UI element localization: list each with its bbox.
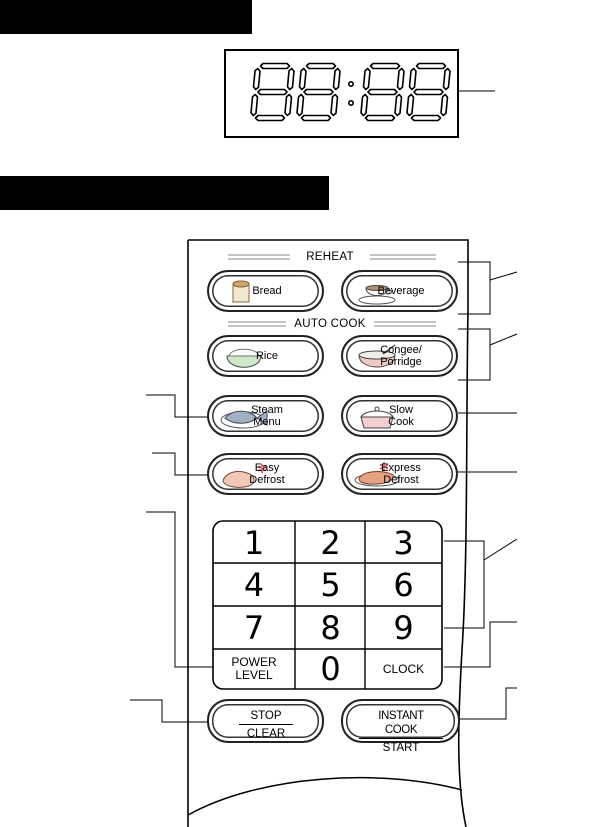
display-segment: [296, 93, 305, 117]
display-segment: [406, 93, 415, 117]
cup-icon: [358, 285, 396, 305]
display-segment: [303, 88, 334, 96]
instant-cook-start-button[interactable]: INSTANT COOK START: [341, 699, 460, 754]
pot-icon: [360, 406, 394, 429]
display-segment: [250, 93, 259, 117]
display-segment: [284, 93, 293, 117]
snowflake-icon: ✻: [257, 462, 267, 476]
display-segment: [298, 67, 307, 91]
reheat-header: REHEAT: [290, 251, 370, 263]
beverage-label: Beverage: [377, 285, 425, 297]
key-7[interactable]: 7: [243, 609, 265, 647]
display-segment: [364, 114, 396, 122]
easy-defrost-label-1: Easy: [254, 462, 280, 474]
clear-label: CLEAR: [246, 728, 286, 740]
easy-defrost-label-2: Defrost: [249, 474, 285, 486]
display-segment: [360, 93, 369, 117]
power-label-2: LEVEL: [235, 668, 273, 682]
display-segment: [300, 114, 332, 122]
key-9[interactable]: 9: [393, 609, 414, 647]
snowflake-icon: ✻: [379, 461, 389, 474]
key-2[interactable]: 2: [320, 523, 341, 562]
display-segment: [252, 67, 261, 91]
display-segment: [408, 67, 417, 91]
bread-button[interactable]: Bread: [207, 270, 324, 312]
leader-auto-cook: [458, 328, 491, 381]
express-defrost-label-2: Defrost: [383, 474, 419, 486]
leader-power-level: [146, 511, 213, 668]
panel-bottom-curve: [187, 776, 463, 816]
key-8[interactable]: 8: [320, 609, 341, 647]
porridge-bowl-icon: [358, 344, 396, 368]
leader-easy-defrost: [152, 452, 208, 476]
display-segment: [257, 88, 288, 96]
leader-steam-menu: [146, 394, 208, 418]
display-segment: [440, 93, 449, 117]
display-segment: [286, 67, 295, 91]
instant-cook-label: INSTANT COOK: [359, 709, 443, 739]
steam-label-2: Menu: [253, 416, 281, 428]
display-segment: [259, 62, 291, 70]
key-6[interactable]: 6: [393, 566, 414, 604]
rice-bowl-icon: [226, 348, 262, 368]
leader-instant-start: [460, 687, 517, 720]
power-label-1: POWER: [231, 655, 277, 669]
key-4[interactable]: 4: [243, 566, 265, 604]
display-segment: [442, 67, 451, 91]
display-frame: [224, 49, 459, 138]
key-0[interactable]: 0: [320, 650, 341, 688]
display-segment: [367, 88, 398, 96]
display-segment: [332, 67, 341, 91]
congee-label-2: Porridge: [380, 356, 422, 368]
bread-icon: [232, 280, 250, 303]
leader-stop-clear: [130, 699, 207, 723]
slow-label-1: Slow: [389, 404, 413, 416]
steam-label-1: Steam: [251, 404, 283, 416]
congee-label-1: Congee/: [380, 344, 422, 356]
display-segment: [362, 67, 371, 91]
leader-reheat: [458, 261, 491, 315]
display-segment: [413, 88, 444, 96]
fish-icon: [220, 410, 268, 429]
chicken-icon: ✻: [222, 462, 267, 488]
display-segment: [254, 114, 286, 122]
display-segment: [305, 62, 337, 70]
display-segment: [394, 93, 403, 117]
display-segment: [369, 62, 401, 70]
seven-segment-display: [250, 62, 451, 122]
header-bar-display: [0, 0, 252, 34]
steak-icon: ✻: [354, 461, 400, 487]
key-5[interactable]: 5: [320, 566, 341, 604]
display-segment: [415, 62, 447, 70]
start-label: START: [382, 742, 420, 754]
auto-cook-header: AUTO COOK: [286, 318, 374, 330]
stop-clear-button[interactable]: STOP CLEAR: [207, 699, 324, 743]
bread-label: Bread: [252, 285, 282, 297]
leader-clock: [444, 621, 517, 668]
display-colon-dot: [347, 81, 354, 88]
rice-button[interactable]: Rice: [207, 335, 324, 377]
congee-porridge-button[interactable]: Congee/Porridge: [341, 335, 458, 377]
beverage-button[interactable]: Beverage: [341, 270, 458, 312]
display-colon-dot: [347, 100, 354, 107]
header-bar-control-panel: [0, 176, 329, 210]
leader-number-keys: [444, 540, 485, 629]
key-1[interactable]: 1: [243, 523, 265, 562]
rice-label: Rice: [255, 350, 278, 362]
display-segment: [330, 93, 339, 117]
express-defrost-label-1: Express: [381, 462, 421, 474]
display-segment: [410, 114, 442, 122]
slow-label-2: Cook: [388, 416, 414, 428]
control-panel-outline: [187, 239, 469, 827]
clock-key[interactable]: CLOCK: [382, 661, 425, 676]
display-segment: [396, 67, 405, 91]
stop-label: STOP: [239, 709, 293, 725]
key-3[interactable]: 3: [393, 523, 414, 562]
